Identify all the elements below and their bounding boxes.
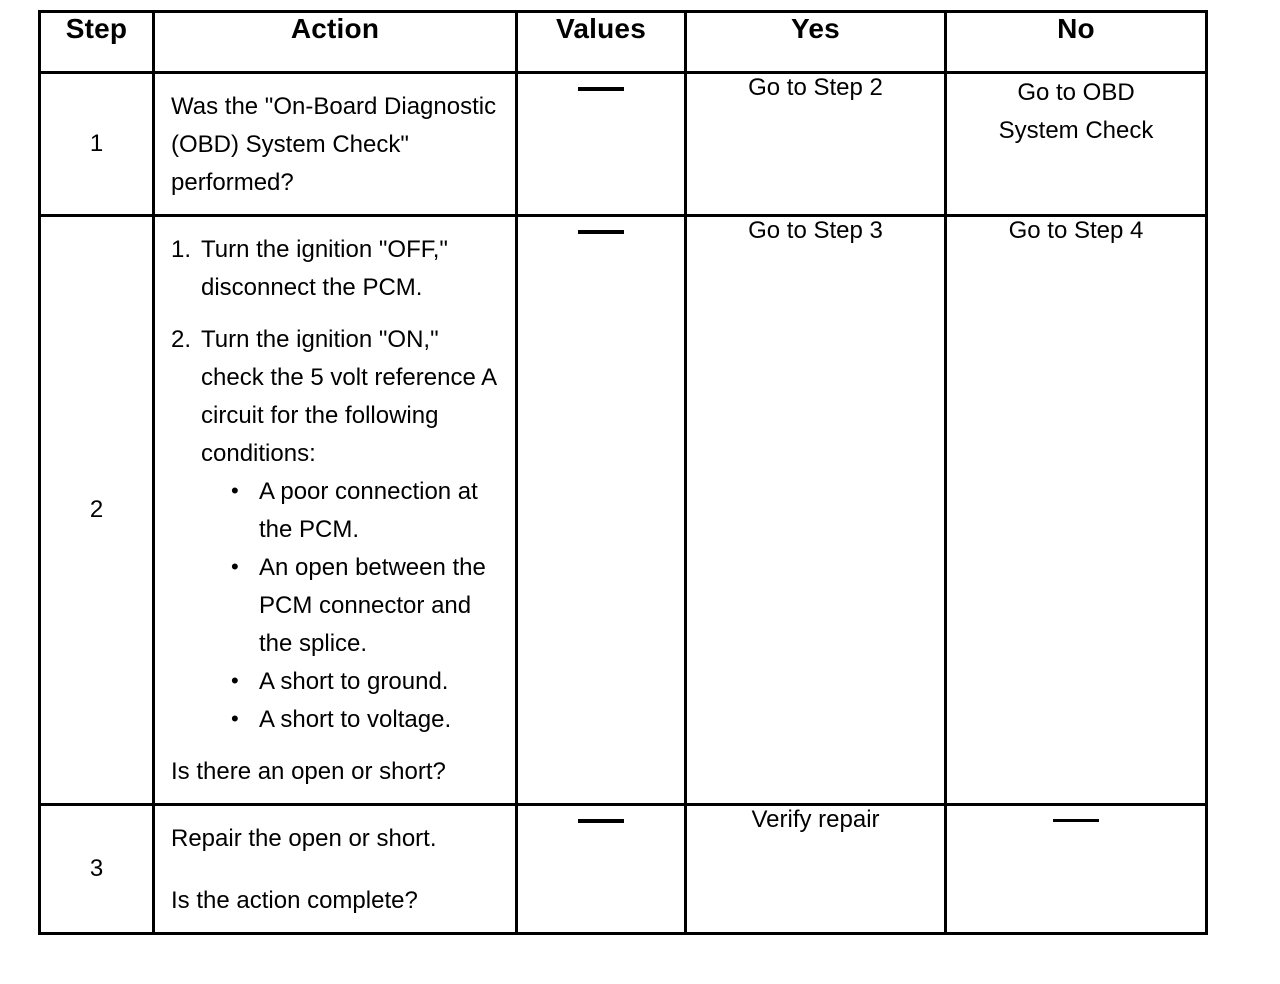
no-cell: Go to OBD System Check <box>944 71 1208 217</box>
no-text-line-2: System Check <box>998 117 1154 144</box>
action-text: Repair the open or short. <box>171 825 437 852</box>
values-cell <box>515 214 687 806</box>
bullet-icon: • <box>231 706 239 731</box>
step-number-cell: 1 <box>38 71 155 217</box>
header-row: Step Action Values Yes No <box>38 10 1208 74</box>
list-item: • A poor connection at the PCM. <box>229 473 505 549</box>
table-row: 3 Repair the open or short. Is the actio… <box>38 803 1208 935</box>
list-item-text: A poor connection at the PCM. <box>259 478 478 543</box>
yes-cell: Verify repair <box>684 803 947 935</box>
dash-icon <box>1053 819 1099 823</box>
action-cell: Repair the open or short. Is the action … <box>152 803 518 935</box>
action-cell: 1. Turn the ignition "OFF," disconnect t… <box>152 214 518 806</box>
yes-text: Go to Step 3 <box>748 217 883 244</box>
step-number-cell: 2 <box>38 214 155 806</box>
table-header: Step Action Values Yes No <box>38 10 1208 74</box>
action-closing-question: Is the action complete? <box>171 887 418 914</box>
bullet-icon: • <box>231 478 239 503</box>
dash-icon <box>578 818 624 823</box>
list-item-text: A short to voltage. <box>259 706 452 733</box>
values-cell <box>515 71 687 217</box>
numbered-item: 1. Turn the ignition "OFF," disconnect t… <box>171 231 505 307</box>
bullet-icon: • <box>231 554 239 579</box>
yes-text: Go to Step 2 <box>748 74 883 101</box>
diagnostic-step-table: Step Action Values Yes No 1 Was the "On-… <box>38 10 1208 935</box>
table-row: 1 Was the "On-Board Diagnostic (OBD) Sys… <box>38 71 1208 217</box>
item-number: 2. <box>171 326 192 353</box>
no-text-line-1: Go to OBD <box>1017 79 1135 106</box>
dash-icon <box>578 86 624 91</box>
column-header-values: Values <box>515 10 687 74</box>
item-text: Turn the ignition "ON," check the 5 volt… <box>201 326 496 467</box>
values-cell <box>515 803 687 935</box>
column-header-yes: Yes <box>684 10 947 74</box>
list-item: • A short to voltage. <box>229 701 505 739</box>
column-header-no: No <box>944 10 1208 74</box>
no-cell <box>944 803 1208 935</box>
action-text: Was the "On-Board Diagnostic (OBD) Syste… <box>171 93 497 196</box>
table-body: 1 Was the "On-Board Diagnostic (OBD) Sys… <box>38 71 1208 935</box>
item-text: Turn the ignition "OFF," disconnect the … <box>201 236 448 301</box>
column-header-step: Step <box>38 10 155 74</box>
step-number-cell: 3 <box>38 803 155 935</box>
list-item-text: A short to ground. <box>259 668 449 695</box>
no-cell: Go to Step 4 <box>944 214 1208 806</box>
no-text: Go to Step 4 <box>1008 217 1144 244</box>
action-cell: Was the "On-Board Diagnostic (OBD) Syste… <box>152 71 518 217</box>
column-header-action: Action <box>152 10 518 74</box>
list-item: • An open between the PCM connector and … <box>229 549 505 663</box>
bullet-icon: • <box>231 668 239 693</box>
list-item-text: An open between the PCM connector and th… <box>259 554 486 657</box>
numbered-instruction-list: 1. Turn the ignition "OFF," disconnect t… <box>171 231 505 739</box>
dash-icon <box>578 229 624 234</box>
item-number: 1. <box>171 236 192 263</box>
yes-cell: Go to Step 2 <box>684 71 947 217</box>
yes-text: Verify repair <box>751 806 880 833</box>
numbered-item: 2. Turn the ignition "ON," check the 5 v… <box>171 321 505 739</box>
condition-bullet-list: • A poor connection at the PCM. • An ope… <box>201 473 505 739</box>
action-closing-question: Is there an open or short? <box>171 758 446 785</box>
list-item: • A short to ground. <box>229 663 505 701</box>
yes-cell: Go to Step 3 <box>684 214 947 806</box>
table-row: 2 1. Turn the ignition "OFF," disconnect… <box>38 214 1208 806</box>
